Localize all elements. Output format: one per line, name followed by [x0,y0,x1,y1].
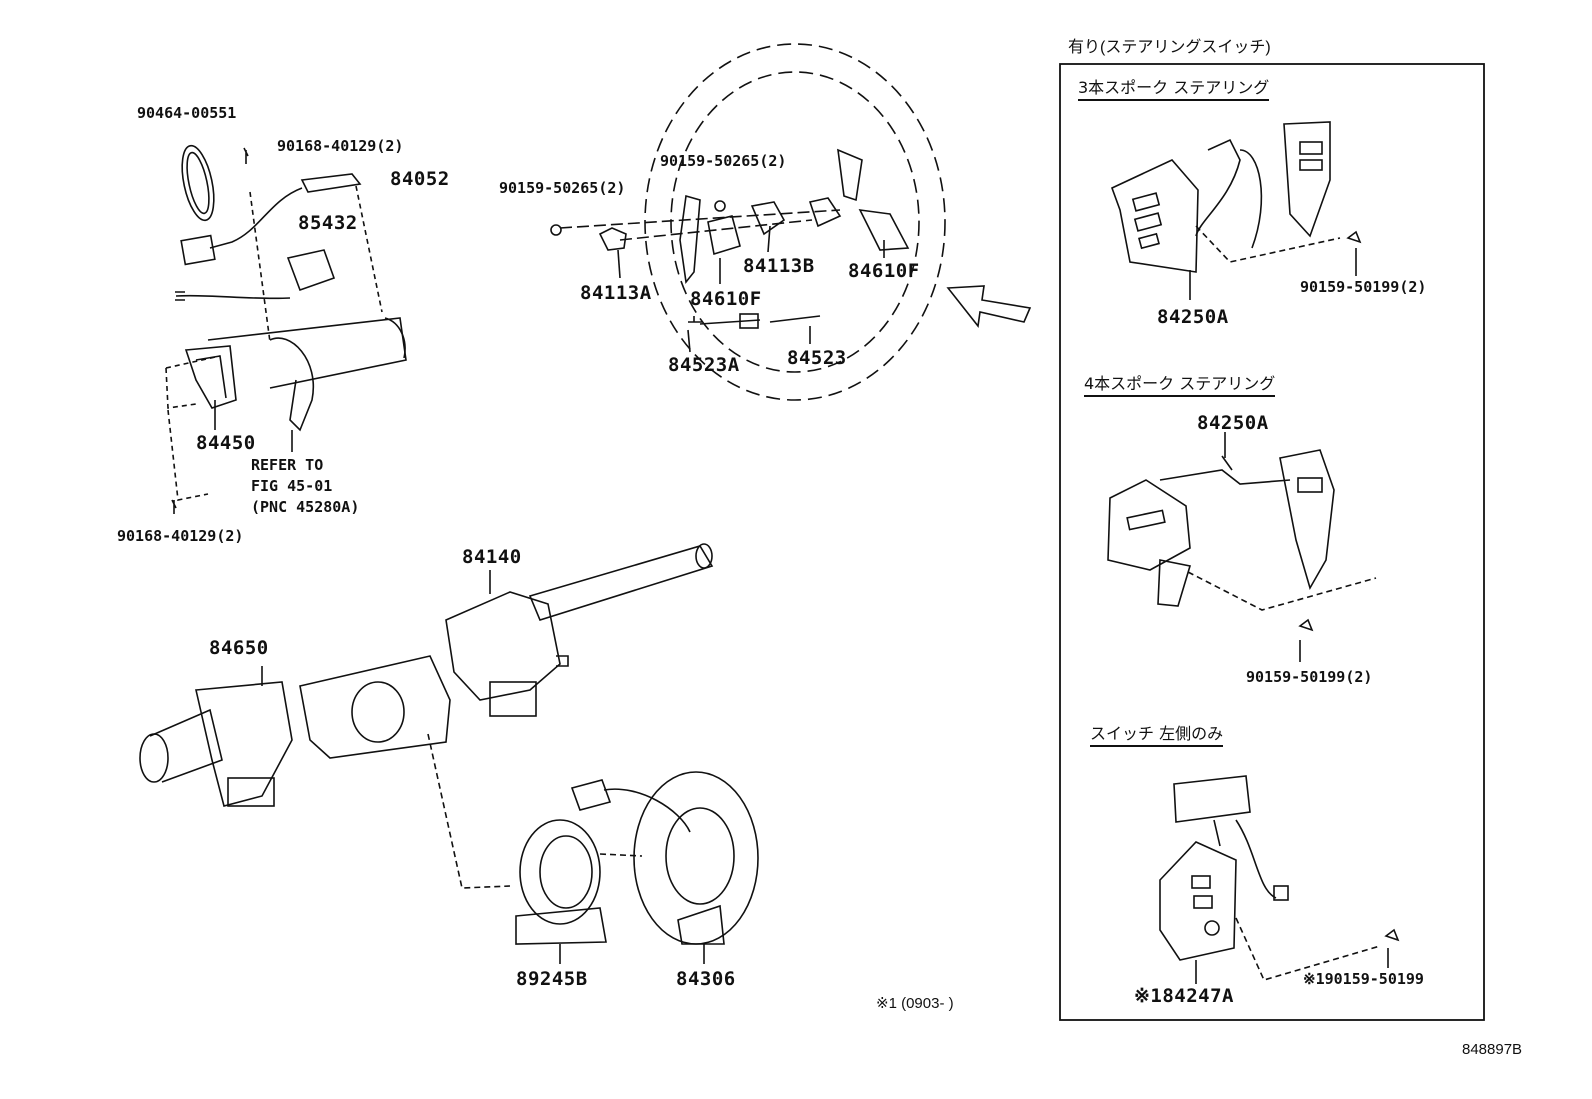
refer-to-line-1: REFER TO [251,456,324,474]
section-heading-left-only: スイッチ 左側のみ [1090,726,1224,747]
part-label-84247A: ※184247A [1134,985,1234,1007]
column-cover-assembly [165,144,407,514]
part-label-84450: 84450 [196,432,256,454]
part-label-84523A: 84523A [668,354,740,376]
part-label-85432: 85432 [298,212,358,234]
part-label-84610F-left: 84610F [690,288,762,310]
left-only-switch-art [1159,775,1400,984]
section-heading-three-spoke: 3本スポーク ステアリング [1078,80,1270,101]
part-label-90159-50265-left: 90159-50265(2) [499,179,626,197]
three-spoke-switch-art [1110,121,1362,300]
part-label-90159-50199-four-spoke: 90159-50199(2) [1246,668,1373,686]
refer-to-line-3: (PNC 45280A) [251,498,360,516]
part-label-90464-00551: 90464-00551 [137,104,237,122]
part-label-90159-50265-right: 90159-50265(2) [660,152,787,170]
part-label-90168-40129-bottom: 90168-40129(2) [117,527,244,545]
four-spoke-switch-art [1107,432,1377,662]
part-label-84306: 84306 [676,968,736,990]
combination-switch-assembly [139,543,759,964]
part-label-84523: 84523 [787,347,847,369]
steering-wheel-assembly [550,43,1032,401]
part-label-84113B: 84113B [743,255,815,277]
part-label-84250A-four-spoke: 84250A [1197,412,1269,434]
part-label-90159-50199-three-spoke: 90159-50199(2) [1300,278,1427,296]
panel-title: 有り(ステアリングスイッチ) [1068,39,1271,56]
part-label-84140: 84140 [462,546,522,568]
diagram-id: 848897B [1462,1041,1523,1058]
section-heading-four-spoke: 4本スポーク ステアリング [1084,376,1276,397]
panel-frame [1059,63,1485,1021]
part-label-84052: 84052 [390,168,450,190]
part-label-90168-40129-top: 90168-40129(2) [277,137,404,155]
part-label-90159-50199-left-only: ※190159-50199 [1303,970,1424,988]
part-label-84650: 84650 [209,637,269,659]
part-label-84113A: 84113A [580,282,652,304]
part-label-84610F-right: 84610F [848,260,920,282]
footnote-date-range: ※1 (0903- ) [876,995,954,1012]
part-label-89245B: 89245B [516,968,588,990]
part-label-84250A-three-spoke: 84250A [1157,306,1229,328]
refer-to-line-2: FIG 45-01 [251,477,333,495]
